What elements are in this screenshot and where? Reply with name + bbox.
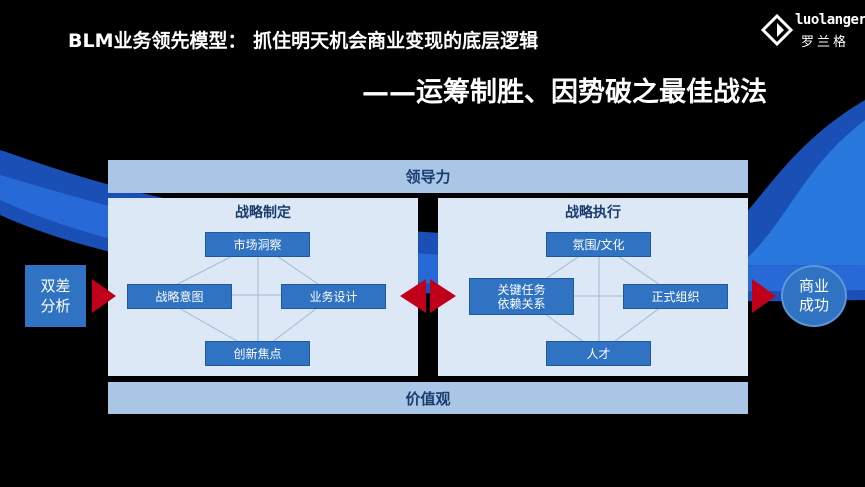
leadership-band: 领导力 xyxy=(108,160,748,193)
business-success-circle: 商业 成功 xyxy=(781,265,847,327)
critical-tasks-node: 关键任务 依赖关系 xyxy=(469,278,574,315)
page-title: BLM业务领先模型： 抓住明天机会商业变现的底层逻辑 xyxy=(68,30,539,52)
business-design-node: 业务设计 xyxy=(281,284,386,309)
formal-organization-node: 正式组织 xyxy=(623,284,728,309)
brand-name: luolanger xyxy=(795,12,865,28)
values-band: 价值观 xyxy=(108,382,748,414)
diamond-logo-icon xyxy=(761,14,793,46)
strategy-panel: 战略制定 市场洞察 战略意图 业务设计 创新焦点 xyxy=(108,198,418,376)
page-subtitle: ——运筹制胜、因势破之最佳战法 xyxy=(362,77,767,108)
talent-node: 人才 xyxy=(546,341,651,366)
strategic-intent-node: 战略意图 xyxy=(127,284,232,309)
climate-culture-node: 氛围/文化 xyxy=(546,232,651,257)
innovation-focus-node: 创新焦点 xyxy=(205,341,310,366)
execution-panel: 战略执行 氛围/文化 关键任务 依赖关系 正式组织 人才 xyxy=(438,198,748,376)
brand-logo: luolanger 罗兰格 xyxy=(761,12,865,52)
gap-analysis-box: 双差 分析 xyxy=(25,265,86,327)
strategy-panel-title: 战略制定 xyxy=(235,205,291,221)
execution-panel-title: 战略执行 xyxy=(565,205,621,221)
brand-name-cn: 罗兰格 xyxy=(801,35,850,50)
market-insight-node: 市场洞察 xyxy=(205,232,310,257)
